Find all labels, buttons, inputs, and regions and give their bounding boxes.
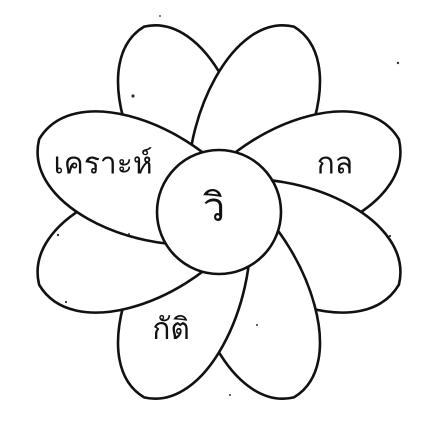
center-label: วิ bbox=[203, 185, 225, 231]
petal-label-bottom-left: กัติ bbox=[152, 312, 190, 347]
petal-label-upper-right: กล bbox=[317, 147, 354, 182]
petal-label-upper-left: เคราะห์ bbox=[54, 147, 153, 182]
